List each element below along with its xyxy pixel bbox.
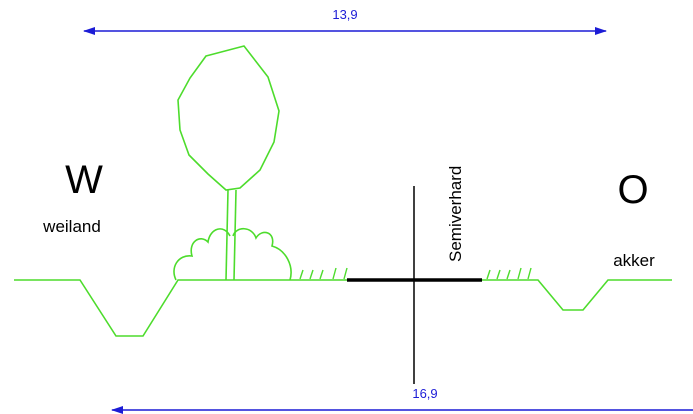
terrain-profile bbox=[14, 279, 672, 337]
shrub-left bbox=[173, 228, 231, 281]
grass-tufts-east bbox=[486, 267, 532, 280]
east-land-use-label: akker bbox=[613, 251, 655, 270]
grass-tufts-west bbox=[299, 267, 348, 280]
bottom-dimension: 16,9 bbox=[111, 386, 693, 414]
tree-trunk-right bbox=[233, 189, 237, 281]
west-direction-letter: W bbox=[65, 158, 103, 202]
road bbox=[347, 186, 482, 384]
top-dimension-value: 13,9 bbox=[332, 7, 357, 22]
west-land-use-label: weiland bbox=[42, 217, 101, 236]
shrub-right bbox=[232, 227, 292, 281]
road-type-label: Semiverhard bbox=[446, 166, 465, 262]
tree-crown bbox=[177, 45, 280, 191]
bottom-dimension-value: 16,9 bbox=[412, 386, 437, 401]
top-dimension: 13,9 bbox=[83, 7, 607, 35]
tree-trunk-left bbox=[225, 189, 229, 281]
tree bbox=[177, 45, 280, 281]
east-ditch bbox=[482, 279, 672, 311]
east-direction-letter: O bbox=[617, 168, 648, 212]
west-ditch bbox=[14, 279, 347, 337]
